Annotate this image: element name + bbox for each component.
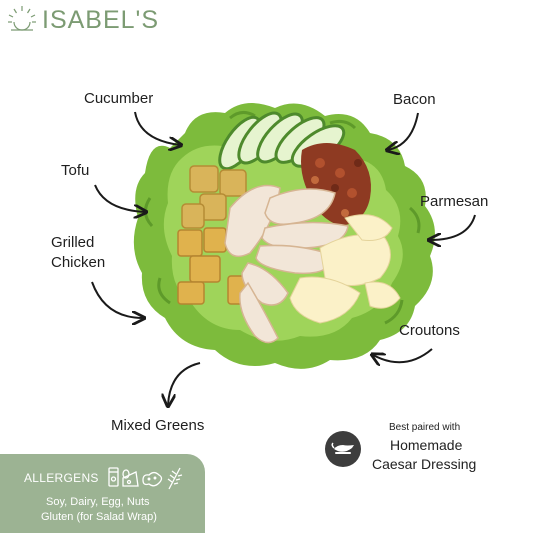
wheat-icon xyxy=(167,467,183,490)
brand-name: ISABEL'S xyxy=(42,6,159,34)
label-chicken: Chicken xyxy=(51,254,106,271)
label-mixed-greens: Mixed Greens xyxy=(111,417,205,434)
pairing-dressing-line1: Homemade xyxy=(390,437,463,453)
soy-milk-icon xyxy=(108,467,119,487)
label-croutons: Croutons xyxy=(399,322,460,339)
label-grilled: Grilled xyxy=(51,234,95,251)
allergens-list: Soy, Dairy, Egg, Nuts xyxy=(46,496,150,508)
allergen-icons xyxy=(108,467,183,490)
allergens-panel: ALLERGENS Soy, Dairy, Egg, Nuts Gluten (… xyxy=(0,454,205,533)
label-tofu: Tofu xyxy=(61,162,90,179)
allergens-title: ALLERGENS xyxy=(24,471,99,485)
allergens-gluten-note: Gluten (for Salad Wrap) xyxy=(41,511,157,523)
gravy-boat-icon xyxy=(325,431,361,467)
peanut-icon xyxy=(142,471,163,487)
brand-logo: ISABEL'S xyxy=(0,0,160,40)
label-bacon: Bacon xyxy=(393,91,436,108)
cheese-egg-icon xyxy=(122,469,139,487)
parmesan-shavings xyxy=(289,214,401,324)
sun-logo-icon xyxy=(8,6,36,31)
cucumber-slices xyxy=(218,111,346,171)
tofu-cubes xyxy=(181,165,247,229)
label-cucumber: Cucumber xyxy=(84,90,154,107)
salad-bowl-illustration xyxy=(133,103,435,369)
pairing-subtitle: Best paired with xyxy=(389,422,461,433)
label-parmesan: Parmesan xyxy=(420,193,489,210)
pairing-dressing-line2: Caesar Dressing xyxy=(372,456,477,472)
